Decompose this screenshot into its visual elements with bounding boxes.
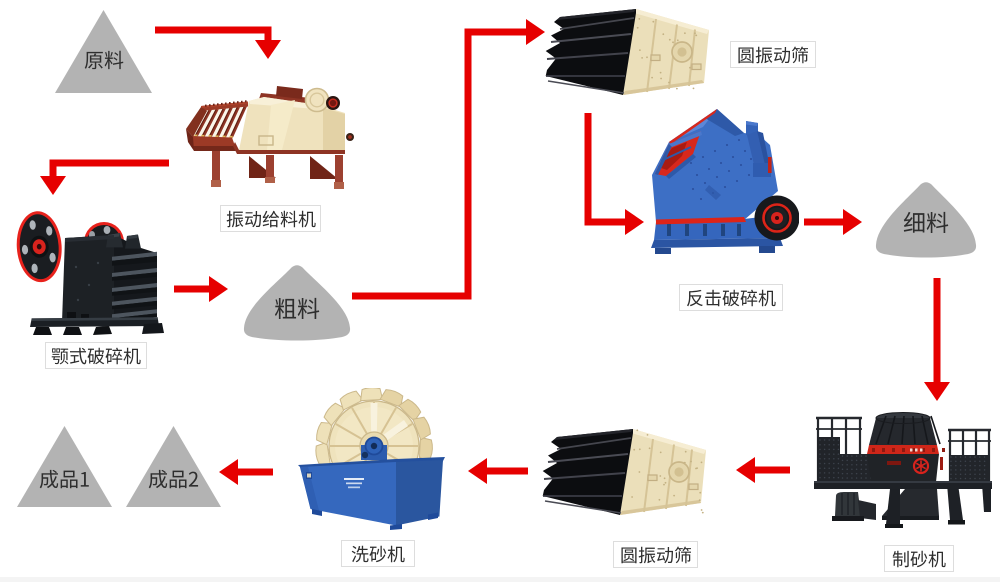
label-sand-washer-glyphs (351, 545, 405, 562)
label-sand-washer-text: 洗砂机 (342, 541, 414, 566)
text-chengpin1-glyphs (39, 469, 89, 489)
text-chengpin2-value: 成品2 (148, 469, 199, 489)
vibrating-screen-art (545, 9, 709, 95)
machine-sand-maker (814, 412, 992, 528)
machine-vibrating-screen-top (545, 9, 709, 95)
label-vibrating-screen-bottom-text: 圆振动筛 (614, 542, 697, 567)
machine-sand-washer (298, 388, 445, 530)
machine-vibrating-screen-bottom (542, 429, 706, 515)
label-sand-maker-text: 制砂机 (885, 546, 953, 571)
machine-jaw-crusher (16, 211, 164, 335)
label-vibrating-screen-top-glyphs (738, 46, 808, 63)
label-vibrating-screen-bottom: 圆振动筛 (613, 541, 698, 568)
text-yuanliao-value: 原料 (84, 50, 124, 70)
shape-coarse-material (243, 265, 351, 341)
text-chengpin2: 成品2 (148, 469, 199, 489)
label-jaw-crusher: 颚式破碎机 (45, 342, 147, 369)
arrow-jaw-to-coarse (174, 276, 228, 302)
sand-maker-art (814, 412, 992, 528)
label-sand-washer: 洗砂机 (341, 540, 415, 567)
vibrating-screen-art (542, 429, 706, 515)
arrow-raw-to-feeder (155, 26, 281, 59)
label-jaw-crusher-text: 颚式破碎机 (46, 343, 146, 368)
text-culiao-glyphs (274, 298, 319, 320)
jaw-crusher-art (16, 211, 164, 335)
arrow-impact-to-fine (804, 209, 862, 235)
impact-crusher-art (651, 109, 799, 254)
shape-fine-material (875, 182, 977, 258)
label-vibrating-feeder-text: 振动给料机 (221, 206, 320, 231)
text-chengpin2-glyphs (149, 469, 199, 489)
machine-impact-crusher (651, 109, 799, 254)
text-chengpin1-value: 成品1 (39, 469, 90, 489)
label-impact-crusher-glyphs (686, 289, 776, 306)
arrow-sandmaker-to-screen (736, 457, 790, 483)
text-xiliao: 细料 (903, 211, 949, 234)
arrow-fine-to-sandmaker (924, 278, 950, 401)
label-vibrating-feeder-glyphs (226, 210, 316, 227)
arrow-washer-to-products (219, 459, 273, 485)
text-chengpin1: 成品1 (39, 469, 90, 489)
text-yuanliao-glyphs (84, 50, 124, 70)
bottom-edge-strip (0, 577, 1000, 582)
vibrating-feeder-art (186, 86, 354, 189)
arrow-screen-to-impact (584, 113, 644, 235)
label-vibrating-screen-top: 圆振动筛 (730, 41, 816, 68)
label-jaw-crusher-glyphs (51, 347, 141, 364)
label-vibrating-feeder: 振动给料机 (220, 205, 321, 232)
arrow-feeder-to-jaw (40, 159, 169, 195)
text-culiao-value: 粗料 (274, 297, 320, 320)
text-yuanliao: 原料 (84, 50, 124, 70)
text-xiliao-glyphs (903, 212, 948, 234)
label-sand-maker: 制砂机 (884, 545, 954, 572)
text-xiliao-value: 细料 (903, 211, 949, 234)
label-vibrating-screen-top-text: 圆振动筛 (731, 42, 815, 67)
label-vibrating-screen-bottom-glyphs (620, 546, 691, 563)
sand-washer-art (298, 388, 445, 530)
text-culiao: 粗料 (274, 297, 320, 320)
shape-raw-material (55, 10, 152, 93)
label-impact-crusher-text: 反击破碎机 (680, 285, 782, 310)
label-impact-crusher: 反击破碎机 (679, 284, 783, 311)
label-sand-maker-glyphs (892, 550, 946, 567)
arrow-coarse-to-screen (352, 19, 545, 300)
machine-vibrating-feeder (186, 86, 354, 189)
arrow-screen-to-washer (468, 458, 528, 484)
